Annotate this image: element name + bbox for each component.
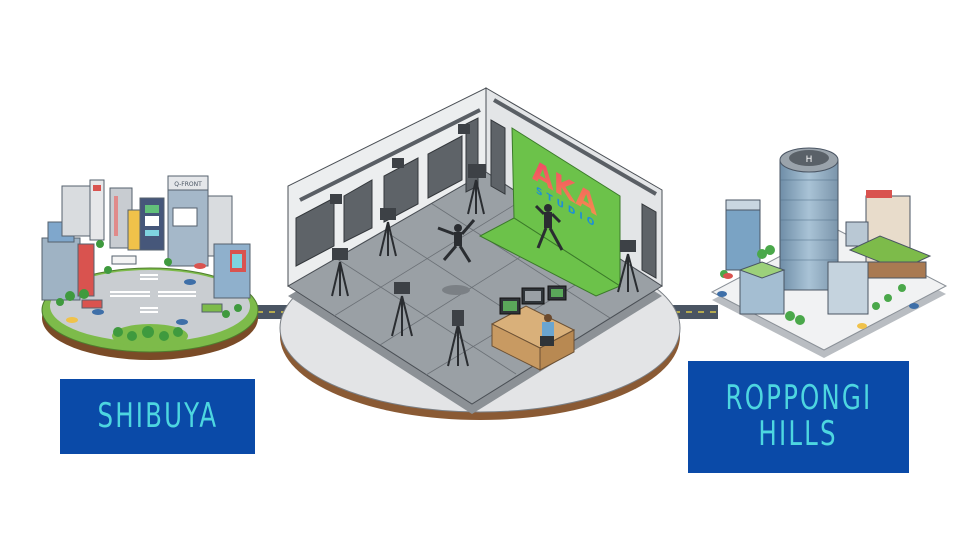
roppongi-label-line2: HILLS xyxy=(758,414,839,454)
roppongi-label-line1: ROPPONGI xyxy=(725,378,872,419)
roppongi-illustration: H xyxy=(710,147,948,358)
roppongi-hills-label: ROPPONGI HILLS xyxy=(688,361,909,473)
qfront-sign: Q-FRONT xyxy=(174,181,202,188)
tripod-cameras xyxy=(331,179,639,367)
shibuya-label: SHIBUYA xyxy=(60,379,255,454)
shibuya-label-text: SHIBUYA xyxy=(97,395,218,436)
operator-desk xyxy=(490,285,576,371)
helipad-letter: H xyxy=(806,155,813,165)
mocap-performer-dancing xyxy=(534,204,564,251)
mocap-performer-jumping xyxy=(437,219,476,263)
aka-studio-illustration: AKA STUDIO xyxy=(279,87,681,420)
shibuya-illustration: Q-FRONT xyxy=(41,175,259,360)
